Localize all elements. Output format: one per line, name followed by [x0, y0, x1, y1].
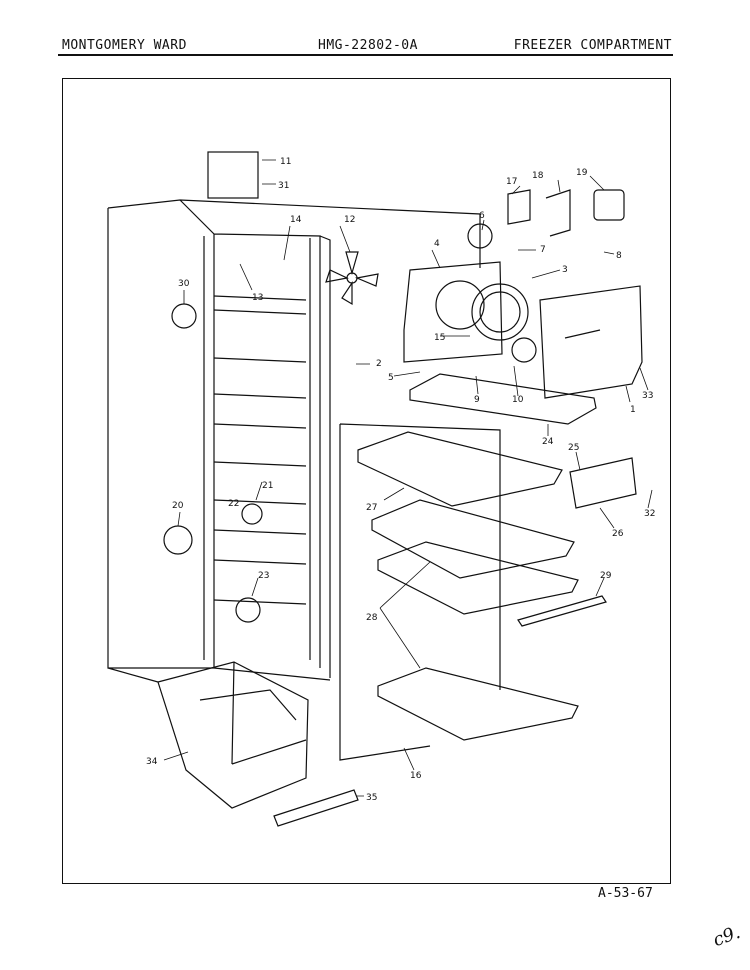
callout-23: 23 [258, 571, 269, 581]
callout-5: 5 [388, 373, 394, 383]
part-22-icon [241, 503, 263, 525]
callout-22: 22 [228, 499, 239, 509]
callout-15: 15 [434, 333, 445, 343]
callout-29: 29 [600, 571, 612, 581]
top-shelf [409, 373, 597, 425]
callout-16: 16 [410, 771, 422, 781]
ice-bin-body [157, 661, 309, 809]
callout-13: 13 [252, 293, 263, 303]
callout-21: 21 [262, 481, 273, 491]
callout-28: 28 [366, 613, 378, 623]
header-rule [58, 54, 673, 56]
callout-19: 19 [576, 168, 588, 178]
header-section-title: FREEZER COMPARTMENT [513, 38, 672, 53]
callout-7: 7 [540, 245, 546, 255]
callout-25: 25 [568, 443, 579, 453]
callout-3: 3 [562, 265, 568, 275]
part-17 [507, 189, 531, 225]
callout-30: 30 [178, 279, 190, 289]
diagram-frame [62, 78, 671, 884]
cabinet-inner-liner [203, 235, 331, 678]
shelf-guard [517, 595, 607, 627]
shelf-28a [371, 499, 575, 579]
callout-17: 17 [506, 177, 517, 187]
callout-34: 34 [146, 757, 158, 767]
liner-panel [339, 423, 501, 761]
line-art [107, 151, 653, 827]
evaporator-cover [539, 285, 643, 399]
part-20-icon [163, 525, 193, 555]
shelf-28b [377, 541, 579, 615]
callout-35: 35 [366, 793, 377, 803]
part-18 [545, 189, 571, 237]
callout-10: 10 [512, 395, 524, 405]
kick-strip [273, 789, 359, 827]
lamp-bulb [511, 337, 537, 363]
callout-6: 6 [479, 211, 485, 221]
callout-4: 4 [434, 239, 440, 249]
callout-20: 20 [172, 501, 184, 511]
callout-labels: 11 31 17 18 19 14 12 6 4 7 8 3 13 30 15 … [146, 157, 655, 803]
callout-8: 8 [616, 251, 622, 261]
cabinet-outline [107, 199, 481, 683]
thermostat-knob-box [207, 151, 259, 199]
callout-31: 31 [278, 181, 289, 191]
fan-blade [325, 251, 379, 306]
interior-rails [213, 295, 307, 605]
part-6-icon [467, 223, 493, 249]
callout-2: 2 [376, 359, 382, 369]
callout-1: 1 [630, 405, 636, 415]
shelf-27 [357, 431, 563, 507]
callout-27: 27 [366, 503, 377, 513]
part-19 [593, 189, 625, 221]
callout-11: 11 [280, 157, 291, 167]
part-30-icon [171, 303, 197, 329]
header-model-number: HMG-22802-0A [318, 38, 418, 53]
callout-9: 9 [474, 395, 480, 405]
leader-lines [163, 159, 653, 797]
callout-14: 14 [290, 215, 302, 225]
part-23-icon [235, 597, 261, 623]
figure-code: A-53-67 [598, 886, 653, 901]
fan-housing [403, 261, 503, 363]
callout-33: 33 [642, 391, 653, 401]
small-bin [569, 457, 637, 509]
callout-24: 24 [542, 437, 554, 447]
callout-18: 18 [532, 171, 544, 181]
fan-grille [471, 283, 529, 341]
callout-12: 12 [344, 215, 355, 225]
fan-housing-opening [435, 280, 485, 330]
callout-26: 26 [612, 529, 624, 539]
shelf-28c [377, 667, 579, 741]
callout-32: 32 [644, 509, 655, 519]
header-manufacturer: MONTGOMERY WARD [62, 38, 187, 53]
